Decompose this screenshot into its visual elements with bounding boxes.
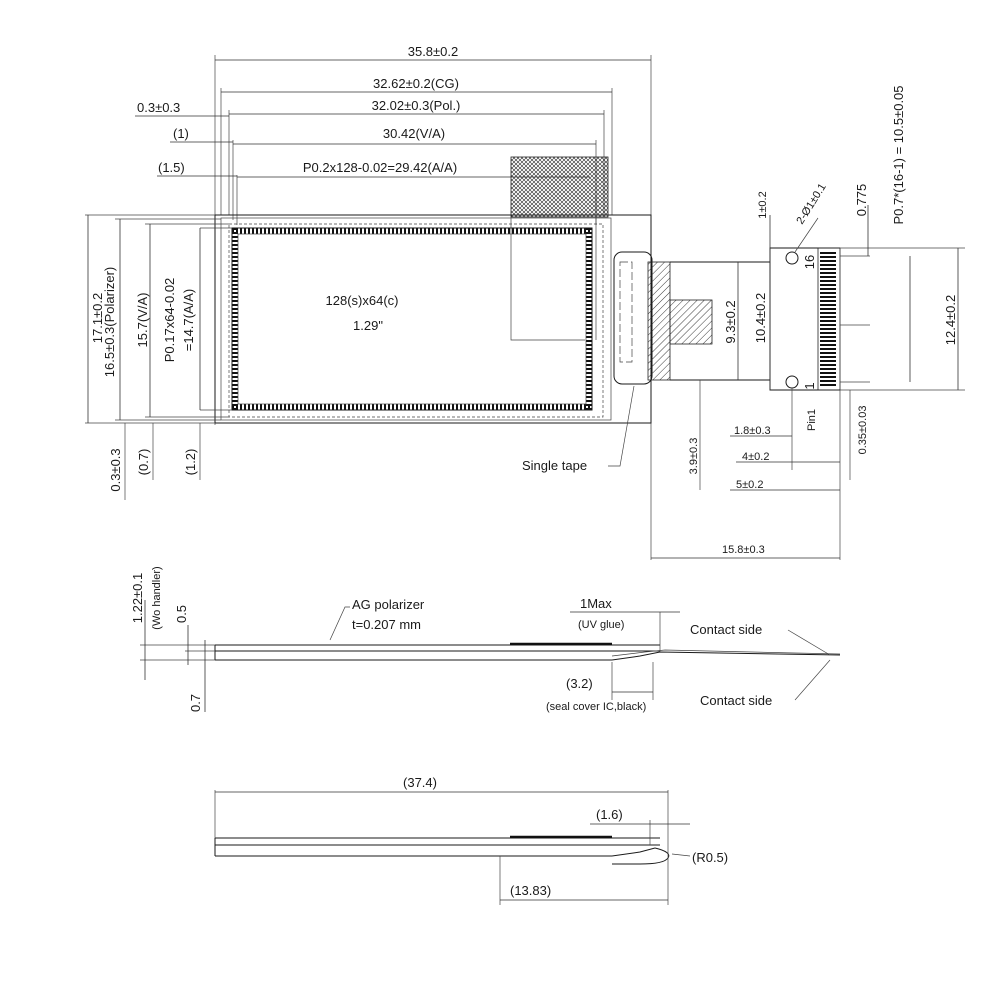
dim-overall-width: 35.8±0.2 bbox=[408, 44, 459, 59]
side-view: 1.22±0.1 (Wo handler) 0.5 0.7 AG polariz… bbox=[130, 566, 841, 713]
dim-035: 0.35±0.03 bbox=[857, 406, 869, 455]
pin1-marker-label: Pin1 bbox=[806, 409, 818, 431]
dim-fpc-124: 12.4±0.2 bbox=[943, 295, 958, 346]
dim-left-15: (1.5) bbox=[158, 160, 185, 175]
dim-16: (1.6) bbox=[596, 807, 623, 822]
contact-side-top: Contact side bbox=[690, 622, 762, 637]
uv-glue-label: (UV glue) bbox=[578, 619, 624, 631]
dim-bottom-07: (0.7) bbox=[136, 449, 151, 476]
dim-hole: 2-Ø1±0.1 bbox=[794, 181, 828, 226]
display-size: 1.29" bbox=[353, 318, 383, 333]
dim-5: 5±0.2 bbox=[736, 479, 763, 491]
dim-radius: (R0.5) bbox=[692, 850, 728, 865]
contact-side-bottom: Contact side bbox=[700, 693, 772, 708]
dim-total-374: (37.4) bbox=[403, 775, 437, 790]
bottom-view: (37.4) (1.6) (R0.5) (13.83) bbox=[214, 775, 728, 905]
dim-fpc-104: 10.4±0.2 bbox=[753, 293, 768, 344]
dim-thick-note: (Wo handler) bbox=[151, 566, 163, 629]
uv-max-label: 1Max bbox=[580, 596, 612, 611]
dim-39: 3.9±0.3 bbox=[688, 438, 700, 475]
single-tape-label: Single tape bbox=[522, 458, 587, 473]
dim-bottom-03: 0.3±0.3 bbox=[108, 448, 123, 491]
seal-dim: (3.2) bbox=[566, 676, 593, 691]
seal-note: (seal cover IC,black) bbox=[546, 701, 646, 713]
dim-overall-height: 17.1±0.2 bbox=[90, 293, 105, 344]
ag-thickness-label: t=0.207 mm bbox=[352, 617, 421, 632]
dim-left-03: 0.3±0.3 bbox=[137, 100, 180, 115]
pin-16-label: 16 bbox=[802, 255, 817, 269]
dim-aa-width: P0.2x128-0.02=29.42(A/A) bbox=[303, 160, 457, 175]
dim-left-1: (1) bbox=[173, 126, 189, 141]
dim-pol-height: 16.5±0.3(Polarizer) bbox=[102, 267, 117, 377]
dim-va-height: 15.7(V/A) bbox=[135, 293, 150, 348]
dim-cg-width: 32.62±0.2(CG) bbox=[373, 76, 459, 91]
dim-thick-05: 0.5 bbox=[174, 605, 189, 623]
ag-polarizer-label: AG polarizer bbox=[352, 597, 425, 612]
dim-18: 1.8±0.3 bbox=[734, 425, 771, 437]
dim-thick-122: 1.22±0.1 bbox=[130, 573, 145, 624]
dim-va-width: 30.42(V/A) bbox=[383, 126, 445, 141]
panel-top-view: 128(s)x64(c) 1.29" bbox=[85, 156, 652, 424]
display-resolution: 128(s)x64(c) bbox=[326, 293, 399, 308]
dim-1383: (13.83) bbox=[510, 883, 551, 898]
dim-158: 15.8±0.3 bbox=[722, 544, 765, 556]
dim-aa-height-a: P0.17x64-0.02 bbox=[162, 278, 177, 363]
dim-0775: 0.775 bbox=[854, 184, 869, 217]
pin-1-label: 1 bbox=[802, 382, 817, 389]
dim-aa-height-b: =14.7(A/A) bbox=[181, 289, 196, 352]
dim-fpc-93: 9.3±0.2 bbox=[723, 300, 738, 343]
dim-4: 4±0.2 bbox=[742, 451, 769, 463]
dim-thick-07: 0.7 bbox=[188, 694, 203, 712]
dim-fpc-1: 1±0.2 bbox=[757, 191, 769, 218]
left-dimensions: 17.1±0.2 16.5±0.3(Polarizer) 15.7(V/A) P… bbox=[87, 215, 201, 500]
dim-pitch: P0.7*(16-1) = 10.5±0.05 bbox=[891, 85, 906, 224]
dim-bottom-12: (1.2) bbox=[183, 449, 198, 476]
dim-pol-width: 32.02±0.3(Pol.) bbox=[372, 98, 461, 113]
